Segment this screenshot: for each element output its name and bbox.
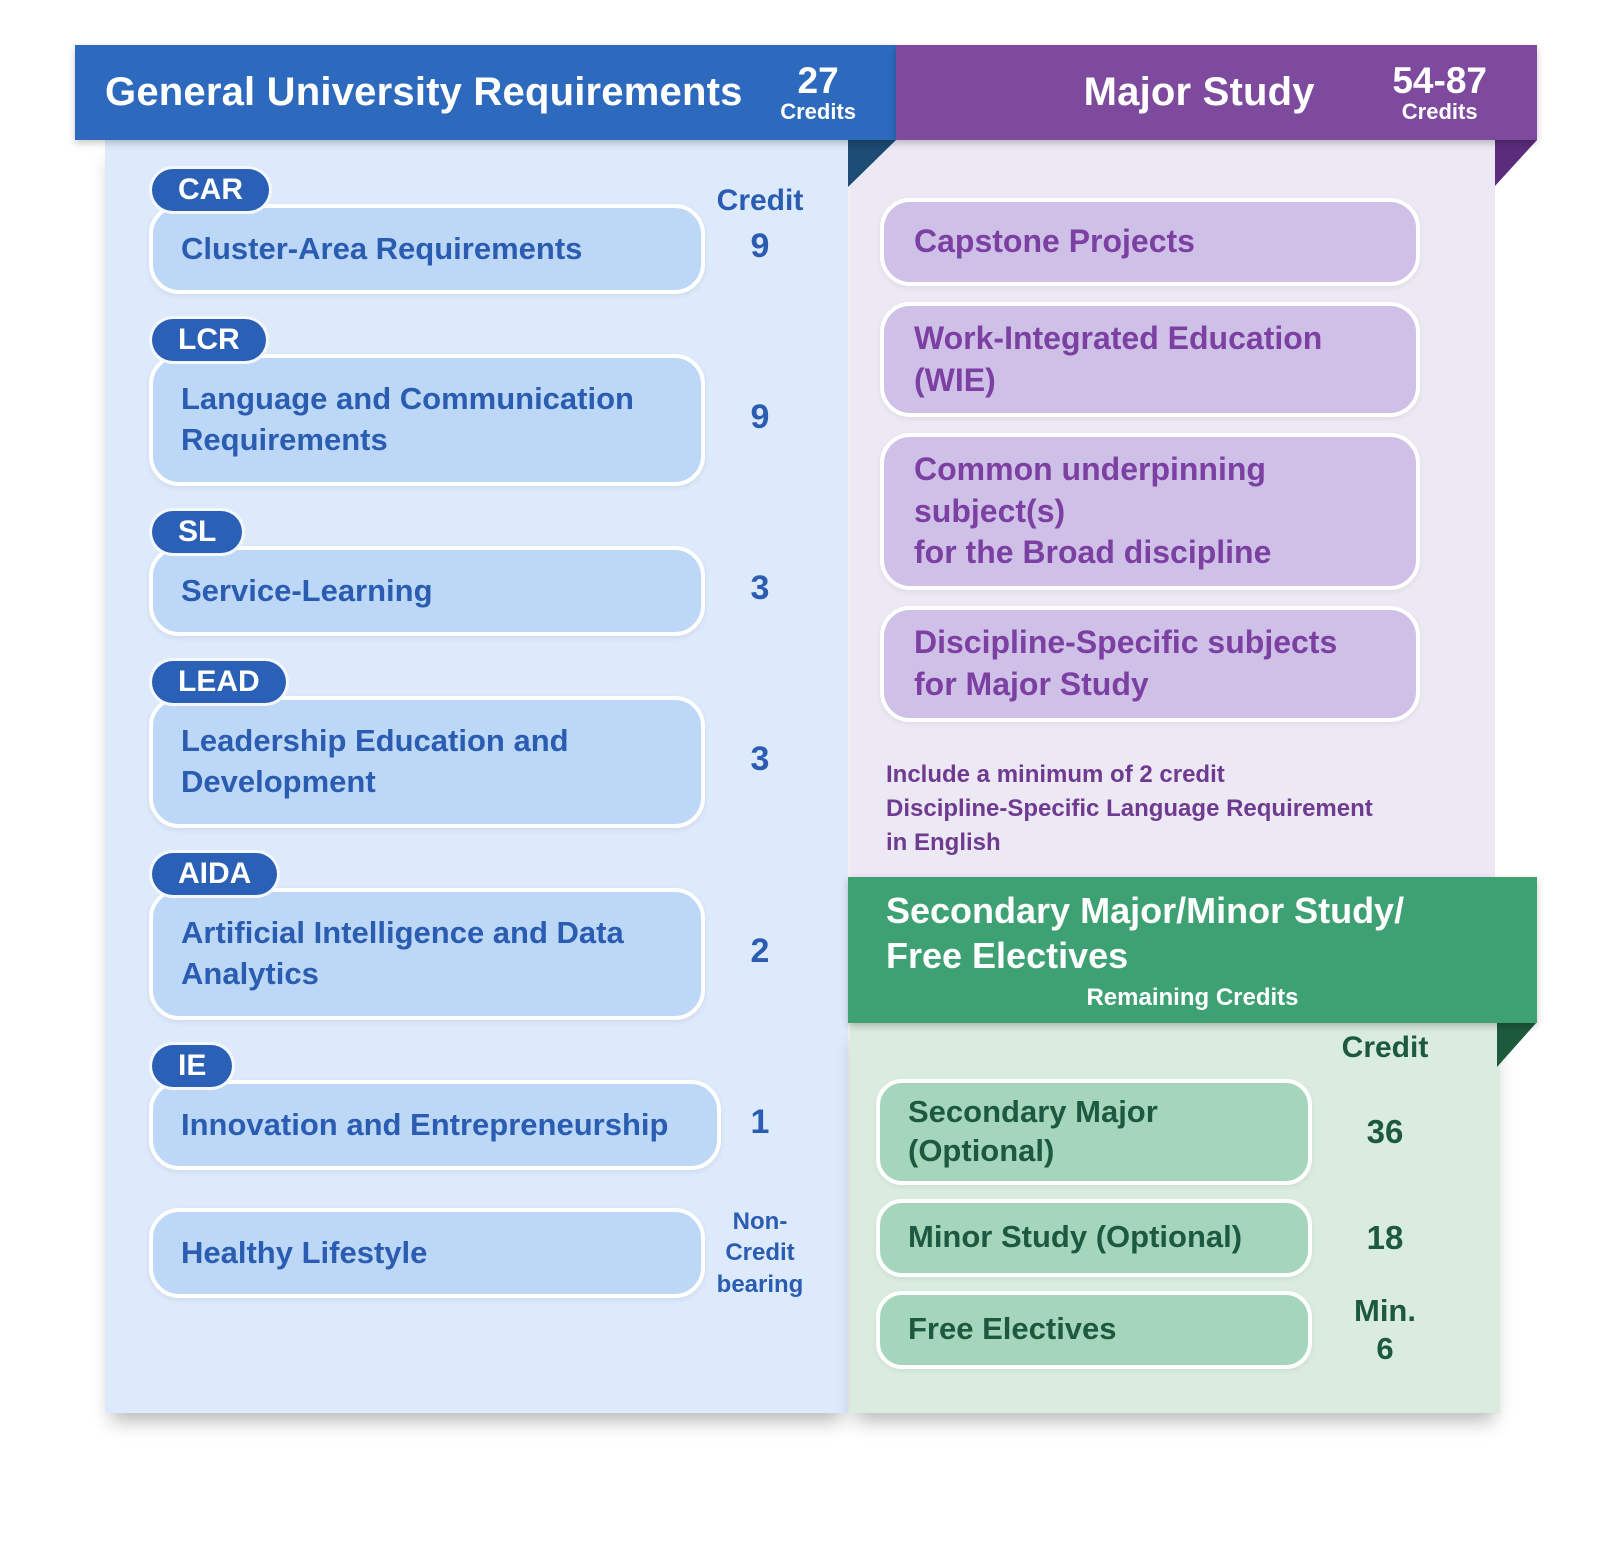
secondary-study-title-line1: Secondary Major/Minor Study/ — [886, 889, 1405, 931]
gur-panel: Credit CAR Cluster-Area Requirements 9 L… — [105, 140, 848, 1413]
gur-row-aida: AIDA Artificial Intelligence and Data An… — [105, 850, 848, 1020]
gur-card-ai-data-analytics: Artificial Intelligence and Data Analyti… — [149, 888, 705, 1020]
major-study-language-requirement-note: Include a minimum of 2 credit Discipline… — [886, 760, 1373, 857]
secondary-row-secondary-major: Secondary Major (Optional) 36 — [850, 1079, 1500, 1185]
gur-header-fold-triangle — [848, 140, 896, 187]
gur-credits-value: 27 — [797, 59, 839, 101]
gur-credit-cluster-area: 9 — [750, 227, 770, 266]
gur-header: General University Requirements 27 Credi… — [75, 45, 896, 140]
secondary-credit-column-header: Credit — [1341, 1031, 1429, 1064]
gur-credit-healthy-lifestyle: Non- Credit bearing — [716, 1208, 804, 1298]
gur-row-lcr: LCR Language and Communication Requireme… — [105, 316, 848, 486]
major-study-credits-total: 54-87 Credits — [1392, 59, 1537, 125]
gur-credit-ai-data-analytics: 2 — [750, 932, 770, 971]
secondary-study-header-fold-triangle — [1497, 1022, 1537, 1067]
gur-row-sl: SL Service-Learning 3 — [105, 508, 848, 636]
gur-card-cluster-area: Cluster-Area Requirements — [149, 204, 705, 294]
gur-badge-lead: LEAD — [149, 658, 289, 706]
gur-credit-language-communication: 9 — [750, 398, 770, 437]
gur-badge-ie: IE — [149, 1042, 236, 1090]
major-card-work-integrated-education: Work-Integrated Education (WIE) — [880, 302, 1420, 418]
major-study-cards: Capstone Projects Work-Integrated Educat… — [850, 140, 1495, 860]
secondary-row-minor-study: Minor Study (Optional) 18 — [850, 1198, 1500, 1277]
gur-row-ie: IE Innovation and Entrepreneurship 1 — [105, 1042, 848, 1170]
secondary-card-minor-study: Minor Study (Optional) — [876, 1198, 1312, 1277]
secondary-study-title: Secondary Major/Minor Study/ Free Electi… — [848, 888, 1537, 979]
gur-card-service-learning: Service-Learning — [149, 546, 705, 636]
secondary-study-panel: Credit Secondary Major (Optional) 36 Min… — [850, 1023, 1500, 1413]
secondary-card-secondary-major: Secondary Major (Optional) — [876, 1079, 1312, 1185]
secondary-credit-secondary-major: 36 — [1366, 1112, 1404, 1150]
major-study-header: Major Study 54-87 Credits — [896, 45, 1537, 140]
gur-row-lead: LEAD Leadership Education and Developmen… — [105, 658, 848, 828]
major-study-panel: Capstone Projects Work-Integrated Educat… — [850, 140, 1495, 877]
major-study-title: Major Study — [1083, 70, 1315, 114]
gur-row-healthy-lifestyle: Healthy Lifestyle Non- Credit bearing — [105, 1208, 848, 1298]
major-study-credits-value: 54-87 — [1392, 59, 1487, 101]
gur-card-language-communication: Language and Communication Requirements — [149, 354, 705, 486]
secondary-study-title-line2: Free Electives — [886, 935, 1129, 976]
gur-badge-aida: AIDA — [149, 850, 281, 898]
gur-credits-label: Credits — [780, 99, 856, 125]
secondary-credit-free-electives: Min. 6 — [1354, 1293, 1416, 1366]
major-study-header-fold-triangle — [1495, 140, 1537, 186]
secondary-study-header: Secondary Major/Minor Study/ Free Electi… — [848, 877, 1537, 1023]
major-card-capstone-projects: Capstone Projects — [880, 198, 1420, 286]
gur-card-leadership: Leadership Education and Development — [149, 696, 705, 828]
gur-rows: CAR Cluster-Area Requirements 9 LCR Lang… — [105, 140, 848, 1298]
secondary-row-free-electives: Free Electives Min. 6 — [850, 1290, 1500, 1369]
major-card-discipline-specific-subjects: Discipline-Specific subjects for Major S… — [880, 605, 1420, 722]
gur-card-innovation-entrepreneurship: Innovation and Entrepreneurship — [149, 1080, 721, 1170]
gur-credit-service-learning: 3 — [750, 569, 770, 608]
gur-credit-column-header: Credit — [716, 184, 804, 217]
gur-credit-leadership: 3 — [750, 740, 770, 779]
major-study-credits-label: Credits — [1401, 99, 1478, 125]
gur-row-car: CAR Cluster-Area Requirements 9 — [105, 166, 848, 294]
gur-credits-total: 27 Credits — [780, 59, 896, 125]
gur-badge-lcr: LCR — [149, 316, 269, 364]
secondary-study-subtitle: Remaining Credits — [1086, 984, 1299, 1012]
major-card-common-underpinning-subjects: Common underpinning subject(s) for the B… — [880, 433, 1420, 590]
gur-card-healthy-lifestyle: Healthy Lifestyle — [149, 1208, 705, 1298]
secondary-credit-minor-study: 18 — [1366, 1218, 1404, 1256]
gur-title: General University Requirements — [105, 70, 743, 114]
gur-badge-sl: SL — [149, 508, 246, 556]
gur-badge-car: CAR — [149, 166, 272, 214]
secondary-rows: Secondary Major (Optional) 36 Minor Stud… — [850, 1023, 1500, 1369]
gur-credit-innovation-entrepreneurship: 1 — [750, 1103, 770, 1142]
secondary-card-free-electives: Free Electives — [876, 1290, 1312, 1369]
